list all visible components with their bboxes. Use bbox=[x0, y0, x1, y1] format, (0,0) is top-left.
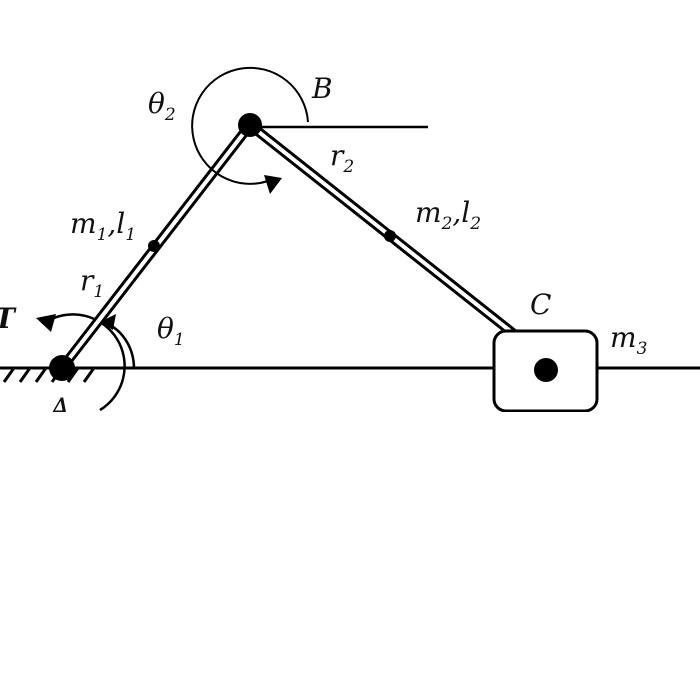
label-point-c: C bbox=[530, 288, 551, 321]
link1-m-symbol: m bbox=[70, 207, 97, 240]
label-m3: m3 bbox=[610, 321, 647, 359]
theta2-arc bbox=[191, 66, 309, 185]
link1-m-subscript: 1 bbox=[97, 225, 108, 245]
link-2 bbox=[245, 120, 519, 339]
r2-subscript: 2 bbox=[342, 157, 354, 177]
joint-a bbox=[49, 355, 75, 381]
slider-pin bbox=[534, 358, 558, 382]
label-theta2: θ2 bbox=[148, 87, 176, 125]
label-r1: r1 bbox=[80, 264, 104, 302]
label-r2: r2 bbox=[330, 139, 354, 177]
theta1-arc bbox=[101, 320, 136, 369]
theta1-symbol: θ bbox=[157, 312, 174, 345]
link2-l-subscript: 2 bbox=[469, 214, 481, 234]
link2-mass-center bbox=[384, 230, 396, 242]
r1-subscript: 1 bbox=[93, 282, 104, 302]
ground-hatching bbox=[2, 367, 96, 383]
link1-comma: , bbox=[107, 207, 116, 240]
link1-l-symbol: l bbox=[116, 207, 125, 240]
m3-symbol: m bbox=[610, 321, 637, 354]
label-point-b: B bbox=[311, 72, 333, 105]
label-link1-mass-length: m1,l1 bbox=[70, 207, 136, 245]
theta1-arrowhead bbox=[100, 314, 116, 330]
link1-mass-center bbox=[148, 240, 160, 252]
label-theta1: θ1 bbox=[157, 312, 185, 350]
r1-symbol: r bbox=[80, 264, 95, 297]
link2-l-symbol: l bbox=[461, 196, 470, 229]
torque-arc bbox=[45, 313, 126, 412]
torque-arrowhead bbox=[36, 314, 56, 332]
theta1-subscript: 1 bbox=[174, 330, 185, 350]
joint-b bbox=[238, 113, 262, 137]
r2-symbol: r bbox=[330, 139, 345, 172]
link2-m-symbol: m bbox=[415, 196, 442, 229]
theta2-arrowhead bbox=[264, 175, 282, 194]
theta2-symbol: θ bbox=[148, 87, 165, 120]
label-link2-mass-length: m2,l2 bbox=[415, 196, 481, 234]
link2-m-subscript: 2 bbox=[441, 214, 453, 234]
m3-subscript: 3 bbox=[637, 339, 648, 359]
theta2-subscript: 2 bbox=[164, 105, 176, 125]
label-torque: T bbox=[0, 302, 17, 335]
label-point-a: A bbox=[47, 392, 70, 425]
link1-l-subscript: 1 bbox=[125, 225, 136, 245]
link2-comma: , bbox=[452, 196, 461, 229]
